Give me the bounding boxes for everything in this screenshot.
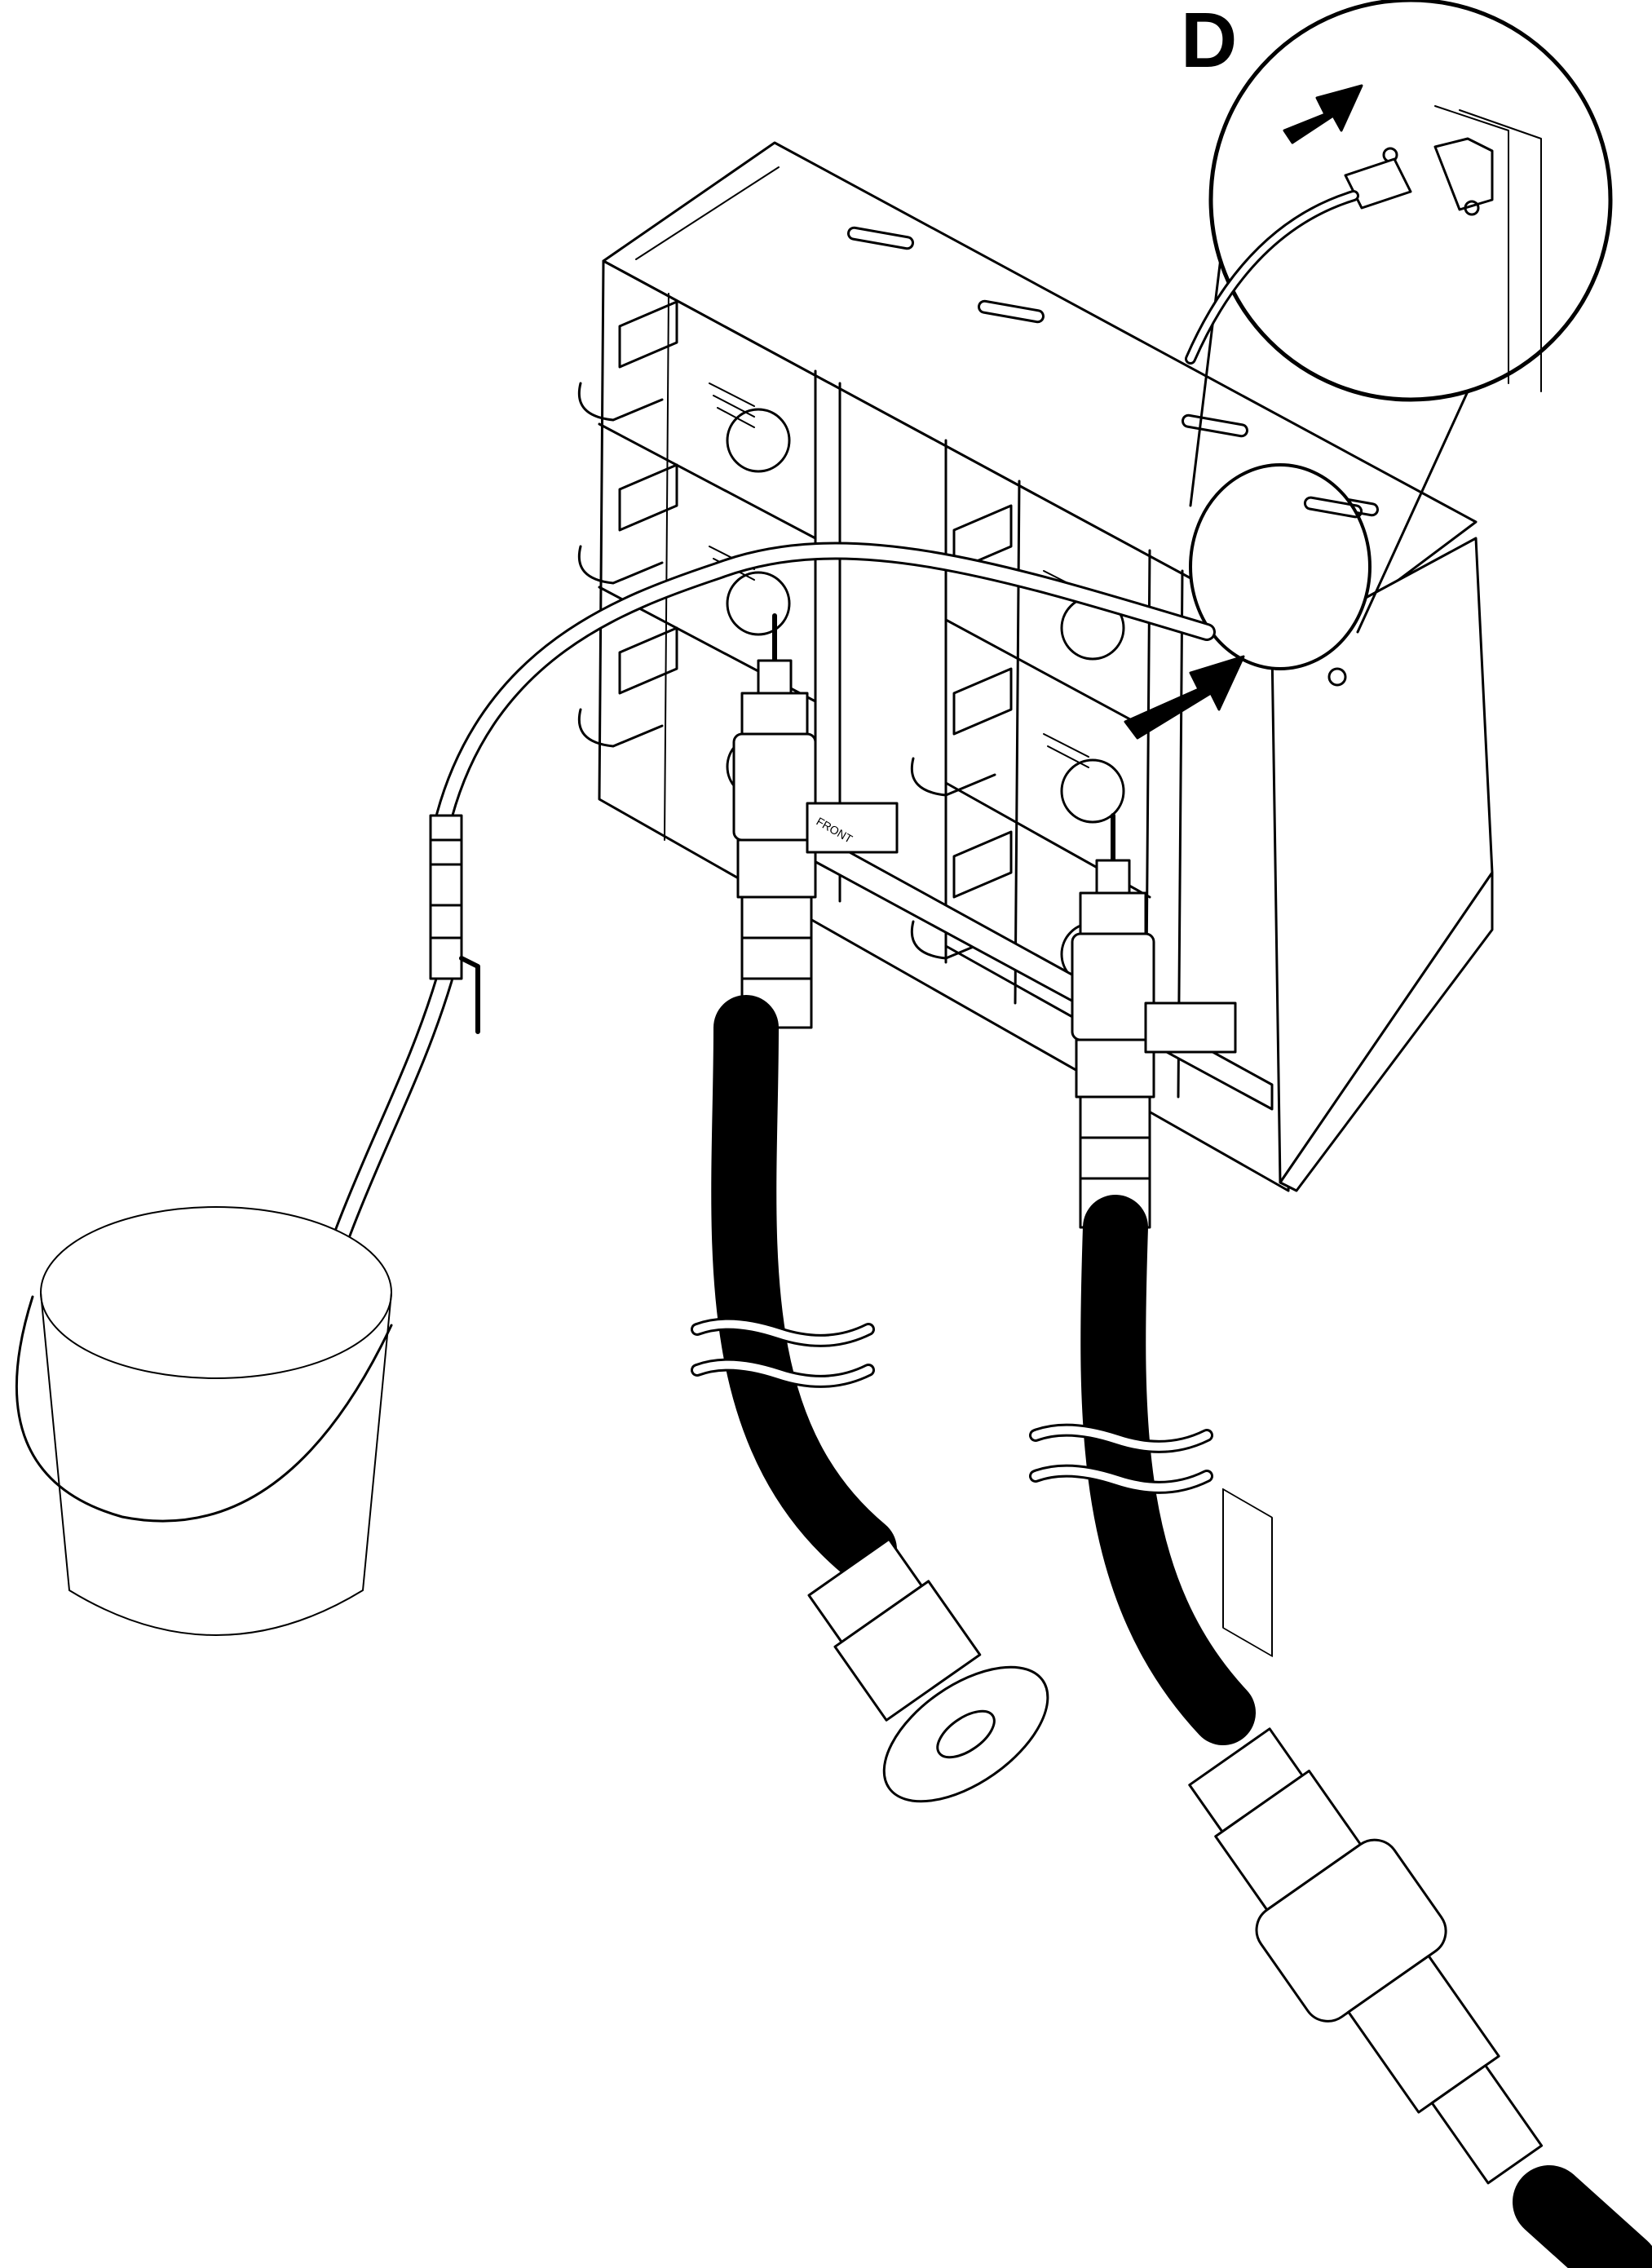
arrow-icon bbox=[1283, 84, 1363, 144]
quick-connect-icon bbox=[1029, 813, 1652, 2268]
detail-magnifier bbox=[1185, 0, 1613, 670]
arrow-icon bbox=[1124, 655, 1245, 740]
bucket-icon bbox=[15, 1206, 393, 1636]
quick-connect-icon bbox=[691, 613, 1049, 1803]
callout-label: D bbox=[1181, 0, 1238, 84]
